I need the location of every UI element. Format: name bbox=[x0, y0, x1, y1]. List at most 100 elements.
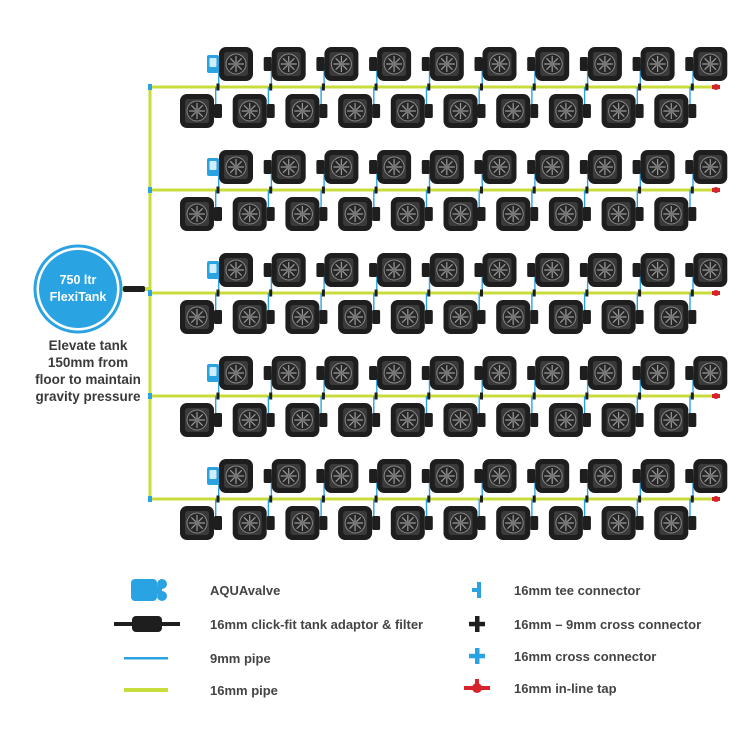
pot-fitting-body bbox=[527, 160, 536, 174]
pot-body bbox=[600, 93, 637, 129]
feed-pipe-9mm bbox=[428, 373, 431, 396]
pot-body bbox=[429, 46, 465, 82]
pot-fitting-body bbox=[214, 207, 222, 221]
feed-pipe-9mm bbox=[373, 499, 375, 523]
feed-pipe-9mm bbox=[267, 396, 270, 420]
feed-pipe-9mm bbox=[428, 167, 431, 190]
pot-body bbox=[534, 458, 570, 494]
cross-connector bbox=[532, 289, 536, 297]
pot-fitting-body bbox=[527, 57, 536, 71]
pot-fitting bbox=[319, 310, 328, 324]
pot-fitting bbox=[632, 263, 641, 277]
legend-label: 16mm pipe bbox=[210, 682, 278, 698]
pot-fitting bbox=[263, 366, 272, 380]
pot-fitting-body bbox=[263, 160, 272, 174]
feed-pipe-9mm bbox=[376, 373, 378, 396]
feed-pipe-9mm bbox=[531, 293, 533, 317]
cross-connector bbox=[480, 392, 483, 400]
feed-pipe-9mm bbox=[323, 373, 325, 396]
cross-connector bbox=[269, 495, 273, 503]
pot-body bbox=[429, 458, 465, 494]
pot-body bbox=[337, 93, 373, 129]
cross-connector bbox=[585, 495, 589, 503]
pot-fitting-body bbox=[477, 207, 486, 221]
pot-fitting-body bbox=[424, 310, 433, 324]
pot-fitting bbox=[688, 516, 697, 530]
pot-fitting bbox=[477, 207, 486, 221]
cross-connector bbox=[585, 83, 589, 91]
pot-body bbox=[548, 505, 584, 541]
pot-fitting-body bbox=[319, 207, 328, 221]
pot bbox=[369, 252, 412, 288]
pot-fitting-body bbox=[263, 263, 272, 277]
pot bbox=[316, 46, 359, 82]
pot-fitting-body bbox=[582, 413, 591, 427]
feed-pipe-9mm bbox=[320, 190, 322, 214]
pot-fitting bbox=[421, 57, 430, 71]
tank-label: 750 ltr bbox=[60, 273, 97, 287]
pot-fitting bbox=[530, 104, 539, 118]
pot-fitting-body bbox=[685, 263, 694, 277]
pot-fitting bbox=[688, 104, 697, 118]
feed-pipe-9mm bbox=[270, 270, 273, 293]
pot bbox=[632, 458, 676, 494]
pot bbox=[316, 355, 359, 391]
pot bbox=[527, 46, 570, 82]
feed-pipe-9mm bbox=[586, 270, 589, 293]
pot-fitting bbox=[685, 160, 694, 174]
pot-fitting-body bbox=[685, 57, 694, 71]
inline-tap-body bbox=[713, 496, 719, 502]
feed-pipe-9mm bbox=[373, 396, 375, 420]
pot-fitting-body bbox=[421, 160, 430, 174]
pot bbox=[685, 252, 728, 288]
pot-body bbox=[534, 149, 570, 185]
pot-body bbox=[337, 505, 373, 541]
cross-connector bbox=[216, 495, 220, 503]
pot-body bbox=[179, 505, 215, 541]
feed-pipe-9mm bbox=[531, 190, 533, 214]
pot-fitting bbox=[685, 469, 694, 483]
feed-pipe-9mm bbox=[692, 167, 694, 190]
cross-connector bbox=[427, 83, 431, 91]
cross-connector bbox=[321, 495, 325, 503]
feed-pipe-9mm bbox=[478, 499, 480, 523]
pipe-network bbox=[121, 64, 720, 523]
pot-fitting-body bbox=[530, 310, 539, 324]
pot-fitting bbox=[477, 413, 486, 427]
pot-fitting-body bbox=[632, 469, 641, 483]
pot-fitting-body bbox=[424, 104, 433, 118]
feed-pipe-9mm bbox=[639, 270, 641, 293]
feed-pipe-9mm bbox=[425, 87, 428, 111]
pot-fitting bbox=[474, 160, 483, 174]
pot-body bbox=[587, 355, 623, 391]
pot-fitting-body bbox=[688, 310, 697, 324]
feed-pipe-9mm bbox=[270, 476, 273, 499]
aquavalve-body bbox=[207, 158, 219, 176]
pot-fitting bbox=[214, 207, 222, 221]
legend-item-inline-tap: 16mm in-line tap bbox=[462, 674, 617, 702]
cross-connector bbox=[216, 83, 220, 91]
pot-body bbox=[442, 299, 479, 335]
pot bbox=[369, 46, 412, 82]
pot-fitting-body bbox=[319, 310, 328, 324]
cross-connector bbox=[480, 83, 483, 91]
pot-fitting-body bbox=[688, 413, 697, 427]
pot-fitting-body bbox=[372, 413, 381, 427]
cross-connector bbox=[374, 83, 378, 91]
pot-fitting bbox=[369, 160, 378, 174]
pot-fitting bbox=[214, 310, 222, 324]
feed-pipe-9mm bbox=[428, 476, 431, 499]
pot-fitting-body bbox=[372, 310, 381, 324]
pot-fitting bbox=[369, 366, 378, 380]
cross-connector bbox=[269, 289, 273, 297]
legend-item-tee-connector: 16mm tee connector bbox=[462, 576, 640, 604]
pot-body bbox=[337, 196, 373, 232]
aquavalve-body bbox=[207, 261, 219, 279]
pot-fitting-body bbox=[372, 104, 381, 118]
pot-fitting bbox=[685, 57, 694, 71]
pot-fitting-body bbox=[582, 207, 591, 221]
pot bbox=[685, 458, 728, 494]
cross-connector bbox=[638, 392, 642, 400]
pot-fitting-body bbox=[316, 366, 325, 380]
pot bbox=[632, 149, 676, 185]
